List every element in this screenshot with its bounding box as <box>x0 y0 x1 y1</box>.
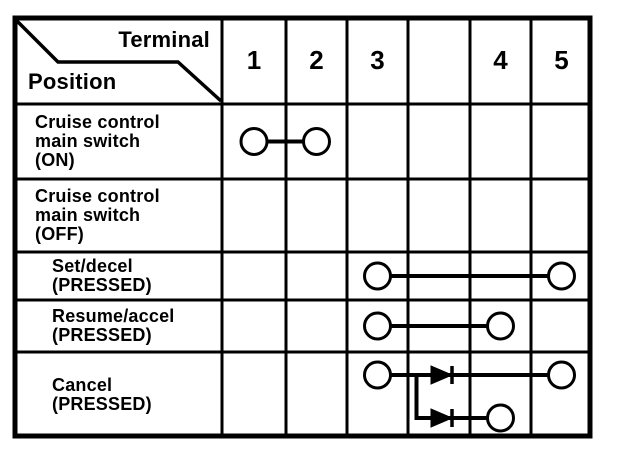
corner-label-terminal: Terminal <box>118 27 210 52</box>
diode-icon <box>430 408 454 428</box>
row-label-line: (OFF) <box>35 224 84 244</box>
continuity-connection <box>414 375 515 433</box>
table-grid <box>12 15 593 439</box>
row-label-line: Cruise control <box>35 112 160 132</box>
terminal-header-1: 1 <box>246 44 262 75</box>
terminal-contact-circle <box>239 127 269 156</box>
row-label-resume-accel-pressed: Resume/accel(PRESSED) <box>13 300 222 352</box>
terminal-header-2: 2 <box>309 44 324 75</box>
row-label-line: (PRESSED) <box>52 325 152 345</box>
continuity-connection <box>363 261 576 291</box>
terminal-contact-circle <box>363 360 392 390</box>
row-label-line: Set/decel <box>52 256 133 276</box>
row-label-line: Cancel <box>52 375 113 395</box>
continuity-connection <box>239 127 331 156</box>
terminal-contact-circle <box>547 261 576 291</box>
terminal-header-4: 4 <box>493 44 508 75</box>
row-label-line: Resume/accel <box>52 306 175 326</box>
terminal-contact-circle <box>486 403 515 433</box>
row-label-line: (ON) <box>35 150 75 170</box>
terminal-header-3: 3 <box>370 44 385 75</box>
corner-diagonal-divider <box>13 17 223 103</box>
row-label-line: Cruise control <box>35 186 160 206</box>
row-label-set-decel-pressed: Set/decel(PRESSED) <box>13 252 222 300</box>
continuity-connection <box>363 311 515 341</box>
terminal-contact-circle <box>486 311 515 341</box>
row-label-cancel-pressed: Cancel(PRESSED) <box>13 352 222 438</box>
terminal-contact-circle <box>363 261 392 291</box>
terminal-header-5: 5 <box>554 44 569 75</box>
row-label-line: (PRESSED) <box>52 394 152 414</box>
terminal-contact-circle <box>302 127 331 156</box>
terminal-contact-circle <box>547 360 576 390</box>
row-label-line: (PRESSED) <box>52 275 152 295</box>
row-label-line: main switch <box>35 131 141 151</box>
continuity-connection <box>363 360 576 390</box>
row-label-line: main switch <box>35 205 141 225</box>
diode-icon <box>430 365 454 385</box>
terminal-contact-circle <box>363 311 392 341</box>
corner-label-position: Position <box>28 69 117 94</box>
